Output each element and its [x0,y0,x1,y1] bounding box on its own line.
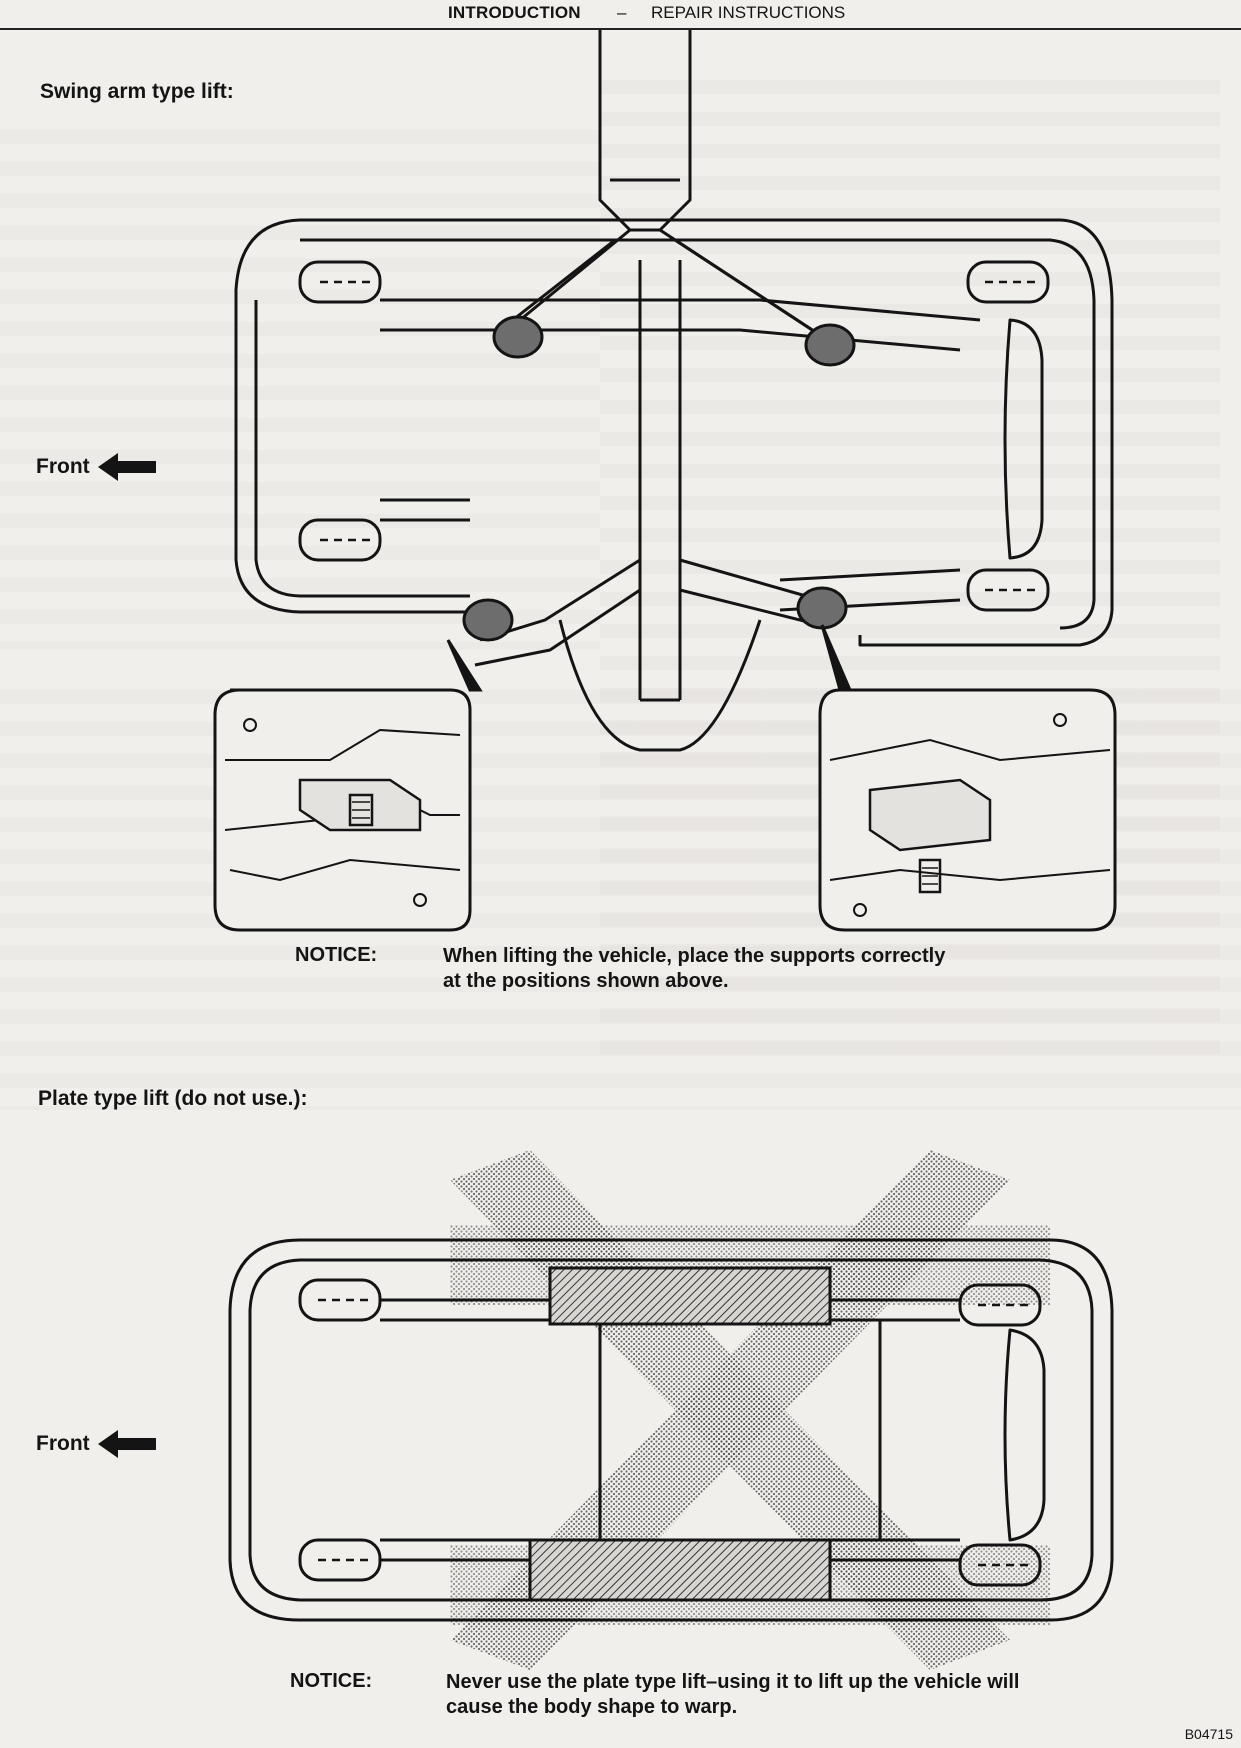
notice-line: at the positions shown above. [443,970,729,992]
page-header: INTRODUCTION – REPAIR INSTRUCTIONS [0,0,1241,30]
arrow-left-icon [97,1430,156,1458]
front-label: Front [36,455,90,478]
lift-plate [548,1266,832,1326]
notice-label-swing: NOTICE: [295,944,378,966]
lift-plate [528,1538,832,1602]
support-pad [796,586,848,630]
notice-label-plate: NOTICE: [290,1670,373,1692]
bleed-through-texture-left [0,130,600,650]
notice-text-plate: Never use the plate type lift–using it t… [446,1670,1019,1720]
plate-lift-heading: Plate type lift (do not use.): [38,1087,308,1110]
plate-lift-diagram [228,1150,1114,1670]
notice-line: Never use the plate type lift–using it t… [446,1671,1020,1693]
notice-line: cause the body shape to warp. [446,1696,738,1718]
header-separator: – [617,3,627,22]
support-pad [804,323,856,367]
figure-code: B04715 [1184,1726,1233,1742]
notice-line: When lifting the vehicle, place the supp… [443,945,946,967]
front-indicator-bottom: Front [36,1430,158,1458]
header-section: REPAIR INSTRUCTIONS [651,3,846,22]
notice-text-swing: When lifting the vehicle, place the supp… [443,944,945,994]
swing-arm-diagram [234,30,1114,752]
detail-inset-rear [818,624,1117,932]
vehicle-outline [228,1238,1114,1622]
front-indicator-top: Front [36,453,158,481]
vehicle-outline [234,218,1114,647]
support-pad [462,598,514,642]
swing-arm-heading: Swing arm type lift: [40,80,234,103]
support-pad [492,315,544,359]
arrow-left-icon [97,453,156,481]
detail-inset-front [213,639,483,932]
front-label: Front [36,1432,90,1455]
header-title: INTRODUCTION [448,3,581,22]
